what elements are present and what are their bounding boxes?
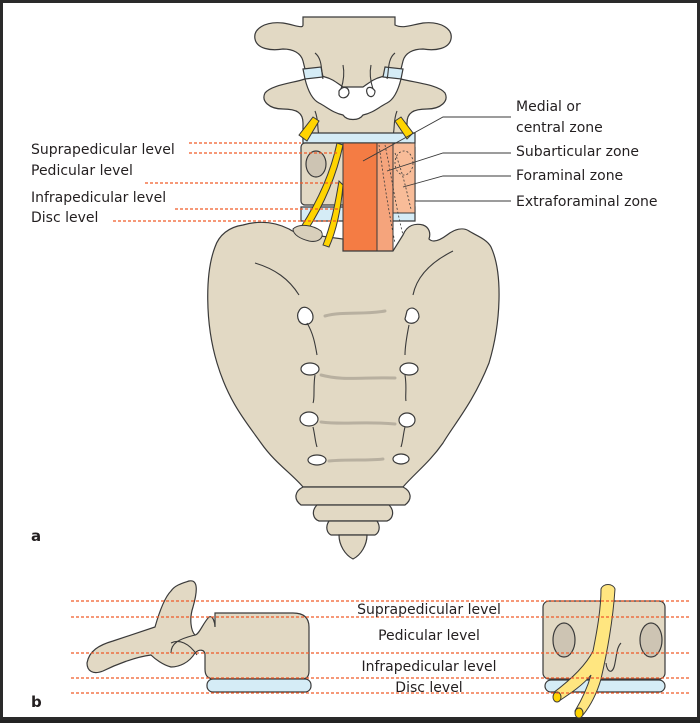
pedicle-b-left [552,622,576,658]
coccyx-3 [326,520,380,536]
nerve-root-descending-2 [322,179,344,248]
sacral-foramen-2-right [399,362,419,376]
zone-label-foraminal: Foraminal zone [516,168,623,184]
b-label-pedicular: Pedicular level [378,628,480,644]
subarticular-zone [376,142,394,252]
exiting-nerve-root-left [298,116,320,142]
sacral-foramen-4-right [392,453,410,465]
sacrum [207,221,500,488]
exiting-nerve-root-right [394,116,414,140]
foramen-right [366,86,376,98]
pedicle-b-right [639,622,663,658]
coccyx-4 [338,534,368,560]
b-label-suprapedicular: Suprapedicular level [357,602,501,618]
facet-disc-right [382,66,404,80]
facet-disc-left [302,66,324,80]
leader-foraminal [402,175,511,188]
b-label-infrapedicular: Infrapedicular level [361,659,496,675]
lateral-disc [206,678,312,693]
sacral-foramen-1-right [404,307,420,324]
coccyx-2 [312,504,394,522]
nerve-cut-end-b2 [574,707,584,719]
level-label-suprapedicular: Suprapedicular level [31,142,175,158]
l5-posterior-elements [263,78,447,142]
b-label-disc: Disc level [395,680,462,696]
leader-subarticular [386,152,511,172]
sacral-foramen-1-left [296,306,314,326]
l4-vertebra [254,16,452,88]
panel-label-b: b [31,693,42,711]
sacral-foramen-3-right [398,412,416,428]
zone-label-medial-line2: central zone [516,120,603,136]
level-label-pedicular: Pedicular level [31,163,133,179]
pedicle-left [305,150,327,178]
zone-label-extraforaminal: Extraforaminal zone [516,194,658,210]
central-zone [342,142,378,252]
zone-label-medial-line1: Medial or [516,99,581,115]
foraminal-zone [392,142,416,214]
upper-vertebra [254,16,452,88]
foramen-left [338,86,350,99]
lateral-vertebra [86,580,310,680]
sacral-foramen-4-left [307,454,327,466]
panel-b: Suprapedicular level Pedicular level Inf… [31,580,689,719]
spine-diagram: Suprapedicular level Pedicular level Inf… [31,16,689,719]
level-label-infrapedicular: Infrapedicular level [31,190,166,206]
nerve-cut-end [292,224,323,242]
panel-label-a: a [31,527,41,545]
sacral-foramen-2-left [300,362,320,376]
nerve-cut-end-b1 [552,691,562,703]
zone-label-subarticular: Subarticular zone [516,144,639,160]
sacral-foramen-3-left [299,411,319,427]
leader-central [362,116,511,162]
coccyx-1 [295,486,411,506]
level-label-disc: Disc level [31,210,98,226]
panel-a: Suprapedicular level Pedicular level Inf… [31,16,658,560]
